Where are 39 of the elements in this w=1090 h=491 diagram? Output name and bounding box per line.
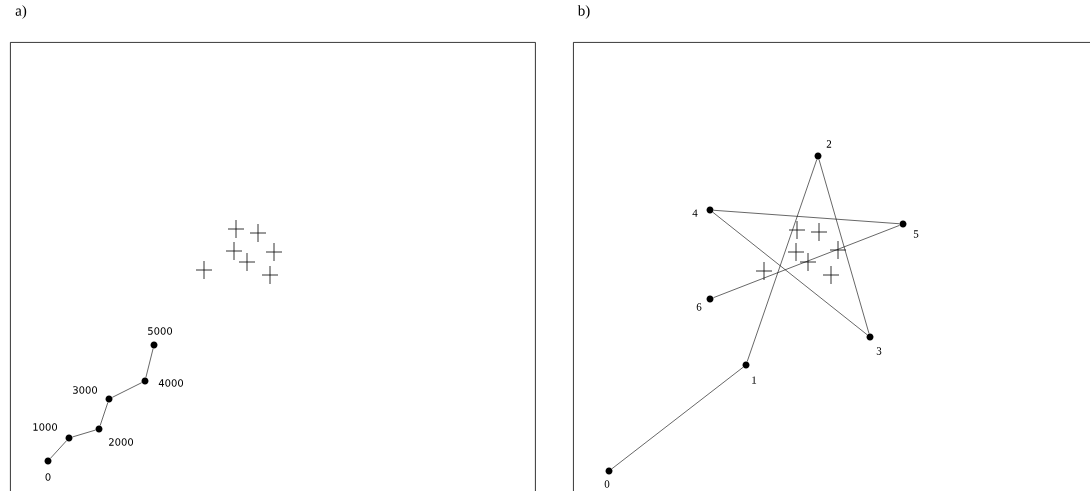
- point-label: 3: [876, 347, 882, 355]
- point-label: 0: [604, 480, 610, 488]
- point-label: 0: [45, 473, 51, 481]
- data-point: [866, 333, 874, 341]
- panel-heading: a): [15, 5, 27, 19]
- point-label: 2000: [109, 438, 134, 446]
- data-point: [65, 434, 73, 442]
- point-label: 2: [826, 140, 832, 148]
- point-label: 1: [752, 376, 757, 384]
- point-label: 4000: [158, 379, 184, 387]
- connector-line: [713, 209, 900, 225]
- data-point: [706, 295, 714, 303]
- point-label: 4: [692, 209, 698, 217]
- connector-line: [99, 402, 109, 426]
- point-label: 6: [696, 303, 702, 311]
- point-label: 5000: [148, 327, 173, 335]
- data-point: [814, 152, 822, 160]
- data-point: [141, 377, 149, 385]
- connector-line: [746, 159, 818, 362]
- data-point: [44, 457, 52, 465]
- data-point: [95, 425, 103, 433]
- panel-heading: b): [577, 5, 590, 19]
- point-label: 1000: [33, 423, 58, 431]
- data-point: [742, 361, 750, 369]
- data-point: [150, 341, 158, 349]
- connector-line: [611, 366, 744, 470]
- point-label: 5: [913, 230, 919, 238]
- data-point: [605, 467, 613, 475]
- data-point: [105, 395, 113, 403]
- connector-line: [72, 429, 96, 438]
- connector-line: [712, 212, 868, 335]
- connector-line: [818, 159, 870, 334]
- data-point: [706, 206, 714, 214]
- connector-line: [145, 348, 154, 378]
- data-point: [899, 220, 907, 228]
- connector-line: [713, 225, 900, 298]
- connector-line: [50, 440, 67, 459]
- connector-line: [112, 382, 142, 398]
- point-label: 3000: [73, 386, 98, 394]
